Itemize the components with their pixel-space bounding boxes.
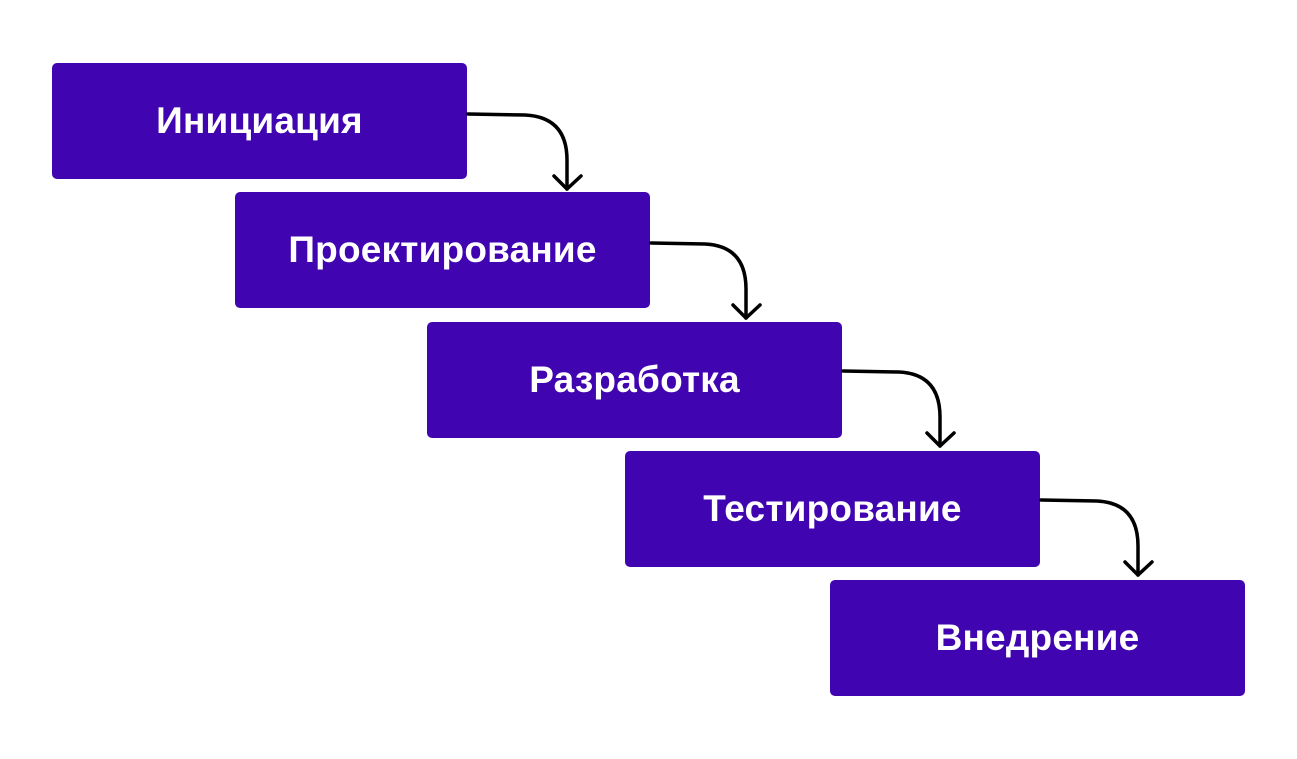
arrow-4 (1039, 498, 1154, 577)
stage-label: Внедрение (935, 617, 1140, 658)
arrow-3 (841, 369, 956, 448)
stage-label: Разработка (529, 359, 740, 400)
stage-initiation: Инициация (52, 63, 467, 179)
stage-development: Разработка (427, 322, 842, 438)
arrow-1 (466, 112, 583, 191)
stage-label: Проектирование (288, 229, 597, 270)
stage-label: Тестирование (703, 488, 962, 529)
stage-design: Проектирование (235, 192, 650, 308)
arrow-2 (649, 241, 762, 320)
stage-testing: Тестирование (625, 451, 1040, 567)
stage-deployment: Внедрение (830, 580, 1245, 696)
stage-label: Инициация (156, 100, 363, 141)
